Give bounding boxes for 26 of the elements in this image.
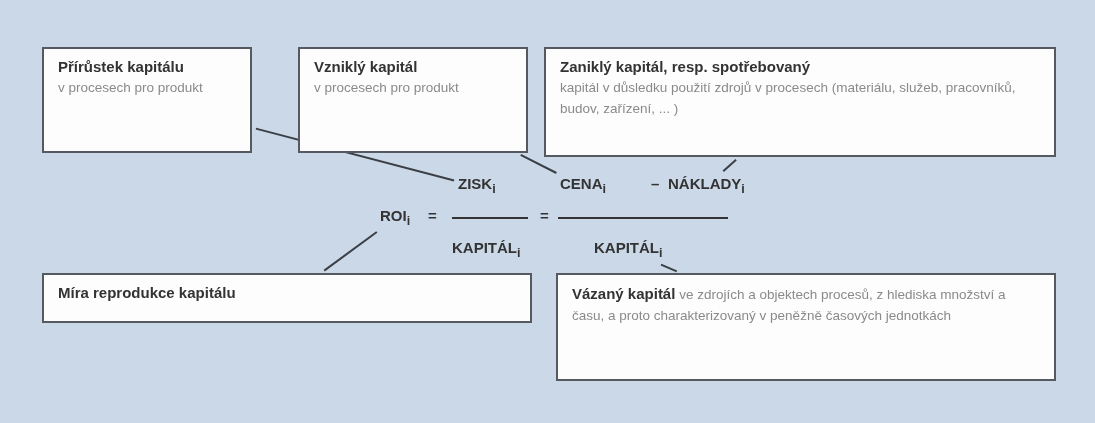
box-text: Míra reprodukce kapitálu xyxy=(58,283,237,303)
text-box xyxy=(556,273,1056,381)
leader-line xyxy=(519,153,558,174)
box-heading: Vzniklý kapitál xyxy=(314,57,419,77)
formula-term: ROI$_{i}$ xyxy=(380,206,411,231)
formula-term: ZISK$_{i}$ xyxy=(458,174,496,199)
leader-line xyxy=(722,158,738,173)
formula-term: KAPITÁL$_{i}$ xyxy=(452,238,521,263)
text-box xyxy=(298,47,528,153)
box-heading: Přírůstek kapitálu xyxy=(58,57,185,77)
text-box xyxy=(42,273,532,323)
formula-term: NÁKLADY$_{i}$ xyxy=(668,174,745,199)
text-box xyxy=(42,47,252,153)
box-text: Vázaný kapitál ve zdrojích a objektech procesů, z hlediska množství a času, a proto charakterizovaný v peněžně časových jednotkách xyxy=(572,284,1007,325)
equals-sign: = xyxy=(428,206,437,226)
text-box xyxy=(544,47,1056,157)
box-heading: Zaniklý kapitál, resp. spotřebovaný xyxy=(560,57,812,77)
box-text: kapitál v důsledku použití zdrojů v procesech (materiálu, služeb, pracovníků, budov, zařízení, ... ) xyxy=(560,79,1017,118)
leader-line xyxy=(660,263,678,273)
box-text: v procesech pro produkt xyxy=(58,79,204,97)
equals-sign: = xyxy=(540,206,549,226)
formula-term: CENA$_{i}$ xyxy=(560,174,606,199)
box-text: v procesech pro produkt xyxy=(314,79,460,97)
minus-sign: – xyxy=(651,174,660,194)
formula-term: KAPITÁL$_{i}$ xyxy=(594,238,663,263)
leader-line xyxy=(323,231,378,272)
